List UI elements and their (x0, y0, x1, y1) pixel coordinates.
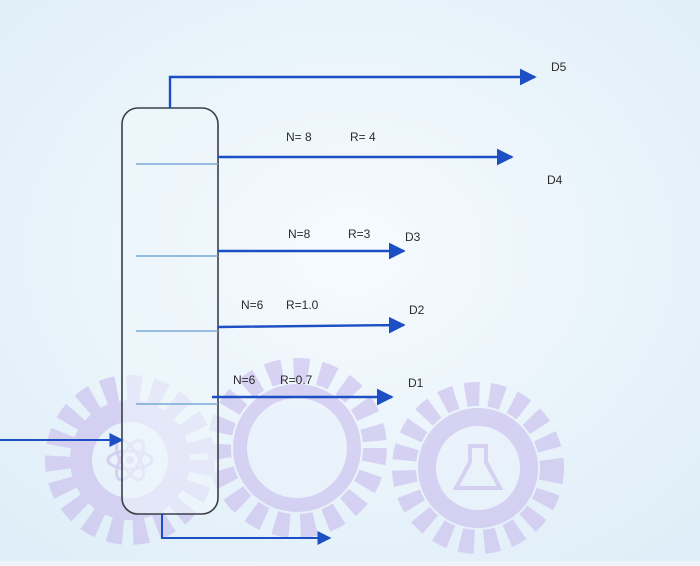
section-n-label: N= 8 (286, 130, 312, 144)
product-label-d5: D5 (551, 60, 567, 74)
section-r-label: R= 4 (350, 130, 376, 144)
product-label-d3: D3 (405, 230, 421, 244)
gear-flask-icon (392, 382, 564, 554)
section-n-label: N=6 (233, 373, 256, 387)
section-r-label: R=0.7 (280, 373, 313, 387)
product-label-d1: D1 (408, 376, 424, 390)
product-label-d4: D4 (547, 173, 563, 187)
section-n-label: N=6 (241, 298, 264, 312)
distillation-column (121, 107, 219, 515)
section-r-label: R=1.0 (286, 298, 319, 312)
bottoms-stream (161, 514, 332, 545)
gear-blank-icon (207, 358, 387, 538)
overhead-stream (168, 68, 537, 108)
section-r-label: R=3 (348, 227, 371, 241)
side-draw-d2 (217, 316, 406, 334)
product-label-d2: D2 (409, 303, 425, 317)
section-n-label: N=8 (288, 227, 311, 241)
